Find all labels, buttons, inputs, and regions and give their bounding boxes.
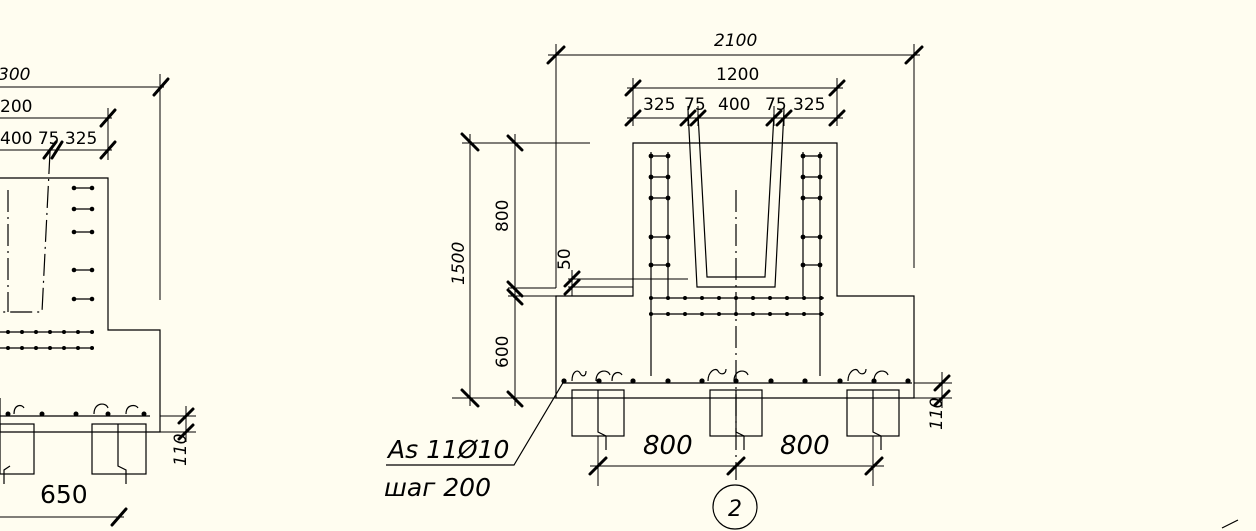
left-column-rebar [71,185,95,302]
left-dim-pad: 110 [171,434,191,466]
dim-pad-height: 110 [927,398,947,430]
left-dim-spacing: 650 [40,480,88,509]
dim-total-height: 1500 [449,242,469,285]
dim-upper-height: 800 [493,200,513,232]
dim-offset: 50 [555,248,575,270]
left-dim-total: 300 [0,65,30,85]
foundation-outline [555,142,915,399]
dim-spacing-left: 800 [643,431,693,461]
dim-total-width: 2100 [714,31,757,51]
ucs-icon [1221,519,1239,529]
dim-part-2: 75 [684,95,706,115]
left-outline [0,177,161,433]
axis-marker-circle [712,484,758,530]
left-dim-parts: 400 75 325 [0,129,97,149]
left-foundation-detail: 300 200 400 75 325 [0,65,196,527]
axis-marker-label: 2 [728,497,742,522]
column-rebar-left [648,152,671,376]
dim-column-width: 1200 [716,65,759,85]
rebar-label: As 11Ø10 [386,435,509,464]
dim-spacing-right: 800 [780,431,830,461]
rebar-leader [386,380,565,466]
mesh-rebar [649,296,824,316]
dim-lower-height: 600 [493,336,513,368]
left-mesh-rebar [0,330,94,350]
dim-part-3: 400 [718,95,750,115]
dim-part-1: 325 [643,95,675,115]
dim-part-5: 325 [793,95,825,115]
right-foundation-detail: 2100 1200 325 75 400 75 325 1500 [384,31,1239,530]
left-dim-column: 200 [0,97,32,117]
column-rebar-right [800,152,823,376]
dim-part-4: 75 [765,95,787,115]
rebar-step: шаг 200 [384,473,491,502]
bottom-rebar [561,368,912,384]
